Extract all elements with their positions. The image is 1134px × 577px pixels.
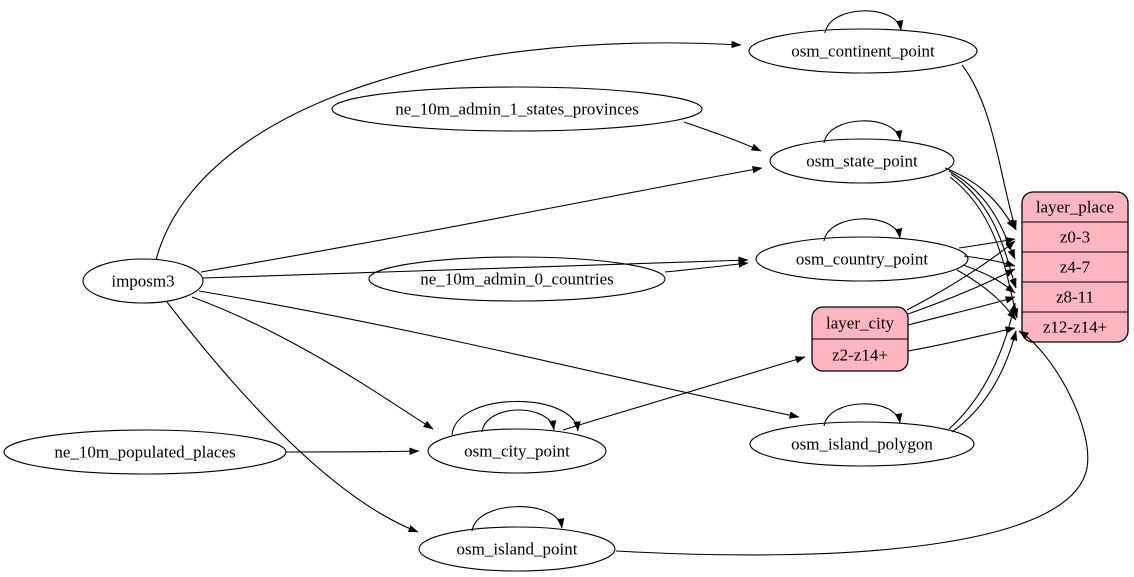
node-ne_10m_admin_1_states_provinces: ne_10m_admin_1_states_provinces — [331, 86, 703, 132]
node-imposm3: imposm3 — [82, 258, 204, 304]
osm_country_point-label: osm_country_point — [796, 250, 928, 269]
edge-osm_island_polygon--layer_place:z8-11 — [948, 302, 1017, 430]
node-osm_island_point: osm_island_point — [418, 526, 616, 572]
osm_country_point-shape — [755, 236, 969, 282]
edge-ne_10m_admin_0_countries--osm_country_point — [664, 260, 749, 273]
osm_continent_point-shape — [748, 28, 978, 74]
edge-imposm3--osm_island_point — [166, 301, 419, 533]
ne_10m_admin_1_states_provinces-label: ne_10m_admin_1_states_provinces — [395, 100, 639, 119]
node-osm_state_point: osm_state_point — [769, 138, 955, 184]
edge-imposm3--osm_state_point — [200, 166, 763, 273]
edge-osm_country_point--osm_country_point — [823, 218, 903, 242]
layer_place-record-shape — [1021, 191, 1129, 343]
edge-osm_city_point--layer_city:z2-z14+ — [562, 356, 806, 431]
edge-ne_10m_populated_places--osm_city_point — [285, 447, 420, 455]
nodes-layer: imposm3 ne_10m_admin_1_states_provincesne… — [3, 28, 1129, 572]
layer_city-row-z2-z14+: z2-z14+ — [832, 346, 888, 365]
edge-ne_10m_admin_1_states_provinces--osm_state_point — [683, 121, 762, 152]
edge-layer_city--layer_place:z4-7 — [907, 268, 1016, 315]
edge-osm_city_point--osm_city_point — [481, 409, 557, 433]
edge-osm_state_point--layer_place:z4-7 — [948, 170, 1016, 260]
edge-osm_country_point--layer_place:z8-11 — [962, 264, 1016, 294]
ne_10m_populated_places-label: ne_10m_populated_places — [54, 443, 235, 462]
node-osm_city_point: osm_city_point — [427, 428, 607, 474]
edge-imposm3--osm_country_point — [202, 256, 749, 279]
osm_island_polygon-label: osm_island_polygon — [791, 435, 933, 454]
edge-osm_state_point--layer_place:z8-11 — [950, 173, 1017, 289]
edge-osm_state_point--layer_place:z0-3 — [944, 167, 1016, 230]
layer_place-row-z4-7: z4-7 — [1060, 258, 1091, 277]
node-osm_continent_point: osm_continent_point — [748, 28, 978, 74]
layer_place-row-z0-3: z0-3 — [1060, 228, 1090, 247]
edge-osm_country_point--layer_place:z4-7 — [963, 255, 1016, 267]
edge-osm_island_point--layer_place:z12-z14+ — [615, 330, 1089, 556]
ne_10m_admin_0_countries-shape — [368, 256, 666, 302]
edge-layer_city--layer_place:z8-11 — [907, 296, 1016, 326]
osm_state_point-label: osm_state_point — [806, 152, 918, 171]
layer_place-row-title: layer_place — [1036, 198, 1114, 217]
edge-osm_continent_point--layer_place:z0-3 — [961, 64, 1017, 231]
imposm3-label: imposm3 — [111, 272, 174, 291]
edge-osm_country_point--layer_place:z0-3 — [958, 237, 1016, 249]
osm_state_point-shape — [769, 138, 955, 184]
osm_island_point-label: osm_island_point — [457, 540, 578, 559]
node-osm_country_point: osm_country_point — [755, 236, 969, 282]
node-ne_10m_populated_places: ne_10m_populated_places — [3, 429, 287, 475]
ne_10m_admin_0_countries-label: ne_10m_admin_0_countries — [420, 270, 614, 289]
edge-imposm3--osm_continent_point — [155, 40, 742, 261]
node-ne_10m_admin_0_countries: ne_10m_admin_0_countries — [368, 256, 666, 302]
node-osm_island_polygon: osm_island_polygon — [749, 421, 975, 467]
edge-layer_city--layer_place:z0-3 — [906, 240, 1016, 311]
edge-layer_city--layer_place:z12-z14+ — [907, 326, 1016, 352]
node-layer_city: layer_city z2-z14+ — [811, 306, 909, 372]
edges-layer — [155, 10, 1089, 556]
edge-osm_island_polygon--osm_island_polygon — [823, 403, 903, 427]
edge-osm_island_point--osm_island_point — [471, 506, 565, 532]
layer_place-row-z8-11: z8-11 — [1056, 288, 1094, 307]
edge-osm_city_point--osm_city_point — [451, 400, 581, 436]
edge-imposm3--osm_island_polygon — [198, 290, 800, 419]
ne_10m_admin_1_states_provinces-shape — [331, 86, 703, 132]
imposm3-shape — [82, 258, 204, 304]
osm_island_polygon-shape — [749, 421, 975, 467]
edge-osm_continent_point--osm_continent_point — [824, 10, 904, 34]
layer_city-row-title: layer_city — [826, 314, 894, 333]
layer_place-row-z12-z14+: z12-z14+ — [1043, 318, 1107, 337]
edge-osm_island_polygon--layer_place:z12-z14+ — [951, 330, 1018, 433]
osm_city_point-shape — [427, 428, 607, 474]
edge-osm_state_point--osm_state_point — [823, 120, 903, 144]
osm_city_point-label: osm_city_point — [464, 442, 570, 461]
osm_island_point-shape — [418, 526, 616, 572]
node-layer_place: layer_place z0-3 z4-7 z8-11 z12-z14+ — [1021, 191, 1129, 343]
osm_continent_point-label: osm_continent_point — [791, 42, 935, 61]
edge-imposm3--osm_city_point — [191, 296, 434, 430]
